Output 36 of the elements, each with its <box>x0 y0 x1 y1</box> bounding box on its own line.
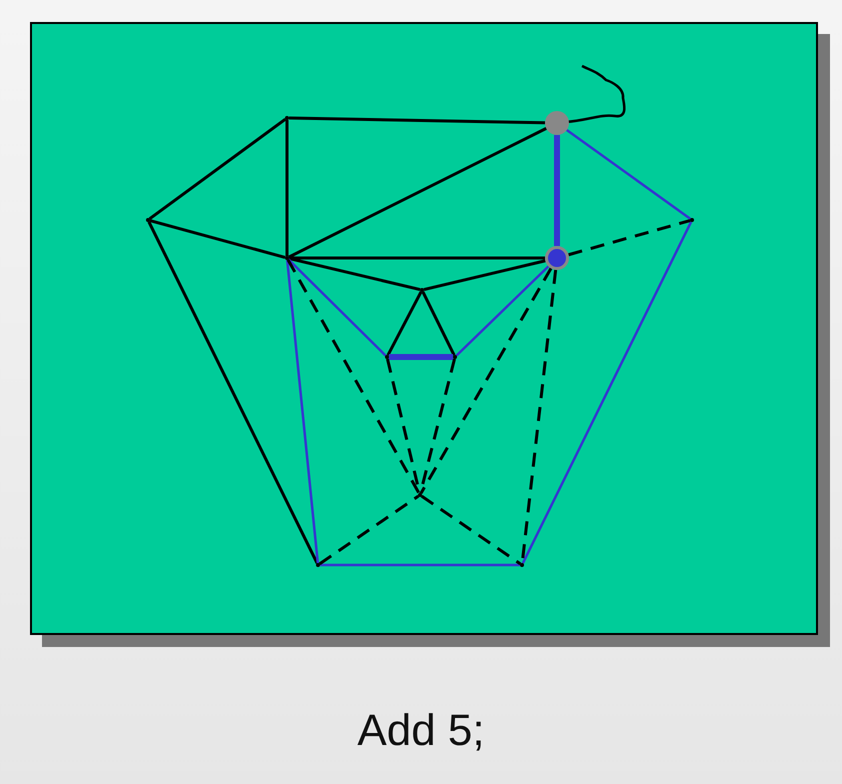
edge-line <box>320 564 520 566</box>
edge-line <box>286 120 288 256</box>
vertex-point <box>385 355 389 359</box>
vertex-point <box>690 218 694 222</box>
vertex-point <box>285 116 289 120</box>
edge-line <box>288 127 547 258</box>
edge-line <box>288 257 420 291</box>
vertex-point <box>453 355 457 359</box>
vertex-point <box>420 288 424 292</box>
edge-line <box>424 259 546 291</box>
dashed-line <box>568 219 690 256</box>
edge-line <box>288 116 546 124</box>
vertex-point <box>520 563 524 567</box>
edge-line <box>386 291 422 356</box>
edge-line <box>389 354 453 360</box>
dashed-line <box>419 358 456 494</box>
edge-line <box>148 221 318 564</box>
edge-line <box>456 265 550 356</box>
edge-line <box>566 128 692 220</box>
edge-line <box>150 219 286 259</box>
edge-line <box>554 135 560 246</box>
edge-line <box>289 256 545 260</box>
dashed-line <box>318 494 420 566</box>
caption: Add 5; <box>357 706 485 756</box>
vertex-point <box>285 256 289 260</box>
edge-line <box>148 118 286 220</box>
edge-line <box>422 291 456 356</box>
edge-line <box>286 260 320 564</box>
dashed-line <box>420 494 522 566</box>
vertex-point <box>316 563 320 567</box>
edge-line <box>522 221 692 564</box>
edge-line <box>288 258 386 356</box>
vertex-point <box>418 493 422 497</box>
vertex-point <box>146 218 150 222</box>
dashed-line <box>286 259 420 494</box>
dashed-line <box>420 268 552 494</box>
